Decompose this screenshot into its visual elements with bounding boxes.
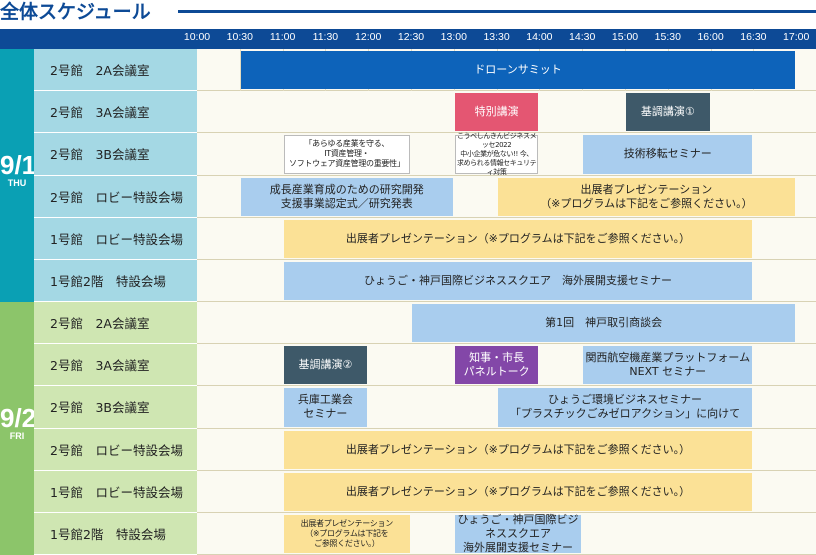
room-label: 1号館2階 特設会場 [34,260,197,303]
event-block[interactable]: 兵庫工業会 セミナー [283,388,368,427]
event-block[interactable]: 成長産業育成のための研究開発 支援事業認定式／研究発表 [240,177,453,216]
time-label: 16:00 [697,31,724,43]
day-of-week: THU [7,177,27,188]
event-block[interactable]: 特別講演 [454,93,539,132]
room-label: 2号館 2A会議室 [34,302,197,345]
event-block[interactable]: 基調講演② [283,346,368,385]
time-label: 14:30 [569,31,596,43]
time-header-bar [0,29,816,49]
room-label: 2号館 ロビー特設会場 [34,428,197,471]
time-label: 15:30 [654,31,681,43]
event-block[interactable]: 出展者プレゼンテーション（※プログラムは下記をご参照ください。） [283,219,753,258]
event-block[interactable]: 技術移転セミナー [583,135,753,174]
room-label: 2号館 3B会議室 [34,386,197,429]
event-block[interactable]: 第1回 神戸取引商談会 [412,304,796,343]
event-block[interactable]: 出展者プレゼンテーション（※プログラムは下記をご参照ください。） [283,472,753,511]
day-band [0,302,34,555]
room-label: 2号館 2A会議室 [34,49,197,92]
room-label: 1号館 ロビー特設会場 [34,217,197,260]
event-block[interactable]: ひょうご・神戸国際ビジネススクエア 海外展開支援セミナー [454,513,582,554]
time-label: 13:30 [483,31,510,43]
time-label: 12:00 [355,31,382,43]
event-block[interactable]: 基調講演① [626,93,710,132]
time-label: 11:30 [312,31,339,43]
time-label: 16:30 [740,31,767,43]
time-label: 10:30 [226,31,253,43]
event-block[interactable]: 出展者プレゼンテーション（※プログラムは下記をご参照ください。） [283,430,753,469]
room-label: 2号館 3B会議室 [34,133,197,176]
time-label: 17:00 [783,31,810,43]
event-block[interactable]: 出展者プレゼンテーション （※プログラムは下記をご参照ください。） [497,177,796,216]
day-band [0,49,34,303]
time-label: 15:00 [611,31,639,43]
event-block[interactable]: 知事・市長 パネルトーク [454,346,539,385]
event-block[interactable]: ドローンサミット [240,51,796,90]
room-label: 2号館 3A会議室 [34,344,197,387]
room-label: 1号館2階 特設会場 [34,513,197,555]
time-label: 14:00 [526,31,553,43]
page-title: 全体スケジュール [0,1,151,23]
time-label: 13:00 [440,31,467,43]
event-block[interactable]: こうべしんきんビジネスメッセ2022 中小企業が危ない!! 今、 求められる情報… [454,132,539,176]
event-block[interactable]: ひょうご環境ビジネスセミナー 「プラスチックごみゼロアクション」に向けて [497,388,753,427]
room-label: 2号館 3A会議室 [34,91,197,134]
room-label: 2号館 ロビー特設会場 [34,175,197,218]
event-block[interactable]: 出展者プレゼンテーション （※プログラムは下記を ご参照ください。） [283,515,410,554]
time-label: 10:00 [183,31,211,43]
event-block[interactable]: 関西航空機産業プラットフォーム NEXT セミナー [583,346,753,385]
time-label: 11:00 [269,31,296,43]
day-date: 9/2 [0,402,37,433]
time-label: 12:30 [397,31,425,43]
event-block[interactable]: 「あらゆる産業を守る、 IT資産管理・ ソフトウェア資産管理の重要性」 [283,135,410,174]
day-of-week: FRI [9,430,25,441]
day-date: 9/1 [0,149,37,180]
room-label: 1号館 ロビー特設会場 [34,470,197,513]
title-underline [178,10,816,13]
event-block[interactable]: ひょうご・神戸国際ビジネススクエア 海外展開支援セミナー [283,262,753,301]
